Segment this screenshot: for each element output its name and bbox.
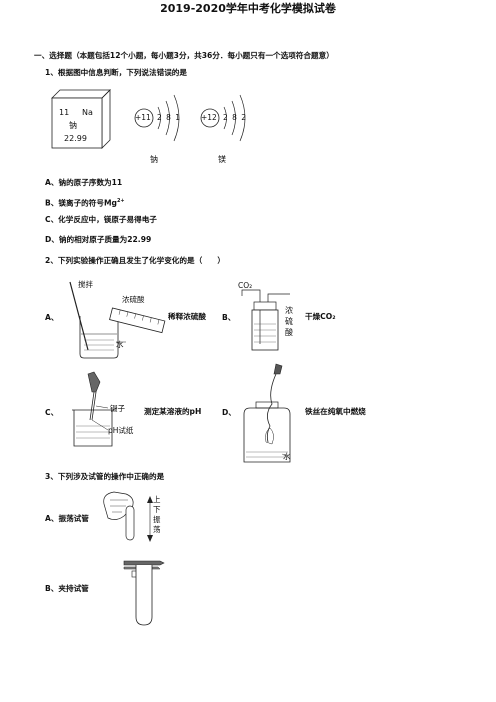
shake-char-1: 上 (153, 495, 161, 504)
acid-char-1: 浓 (285, 306, 293, 315)
option-2d-caption: 铁丝在纯氧中燃烧 (305, 407, 366, 416)
element-name: 钠 (69, 121, 77, 130)
option-2c-caption: 测定某溶液的pH (144, 407, 202, 416)
option-1b: B、镁离子的符号Mg2+ (45, 198, 125, 208)
acid-char-3: 酸 (285, 328, 293, 337)
option-2d-letter: D、 (222, 408, 236, 417)
question-2-stem: 2、下列实验操作正确且发生了化学变化的是（ ） (45, 256, 225, 265)
magnesium-nucleus: +12 (201, 113, 217, 122)
sodium-label: 钠 (150, 155, 158, 164)
option-1d: D、钠的相对原子质量为22.99 (45, 235, 152, 244)
option-3b-letter: B、夹持试管 (45, 584, 89, 593)
tweezers-label: 镊子 (110, 404, 125, 413)
ph-paper-label: pH试纸 (108, 426, 134, 435)
magnesium-atom-diagram: +12 2 8 2 镁 (196, 87, 258, 167)
shake-tube-figure: 上 下 振 荡 (96, 486, 166, 548)
dry-co2-figure: CO₂ 浓 硫 酸 (234, 280, 296, 352)
sodium-shells: 2 8 1 (157, 113, 182, 122)
option-1c: C、化学反应中，镁原子易得电子 (45, 215, 157, 224)
hold-tube-figure (120, 555, 170, 627)
question-3-stem: 3、下列涉及试管的操作中正确的是 (45, 472, 165, 481)
sodium-atom-diagram: +11 2 8 1 钠 (130, 87, 192, 167)
option-1a: A、钠的原子序数为11 (45, 178, 123, 187)
option-3a-letter: A、振荡试管 (45, 514, 89, 523)
water-label: 水 (116, 340, 124, 349)
dilute-acid-figure: 搅拌 浓硫酸 水 (64, 278, 168, 360)
stir-label: 搅拌 (78, 280, 93, 289)
element-symbol: Na (82, 108, 93, 117)
option-2a-caption: 稀释浓硫酸 (168, 312, 206, 321)
sodium-nucleus: +11 (135, 113, 151, 122)
question-1-stem: 1、根据图中信息判断，下列说法错误的是 (45, 68, 187, 77)
element-mass: 22.99 (64, 134, 87, 143)
ph-test-figure: 镊子 pH试纸 (70, 370, 146, 450)
shake-char-3: 振 (153, 515, 161, 524)
iron-combustion-figure: 水 (236, 362, 298, 468)
shake-char-4: 荡 (153, 525, 161, 534)
acid-char-2: 硫 (285, 317, 293, 326)
option-2c-letter: C、 (45, 408, 59, 417)
element-card-figure: 11 Na 钠 22.99 (50, 88, 112, 150)
section-heading: 一、选择题（本题包括12个小题，每小题3分，共36分．每小题只有一个选项符合题意… (34, 51, 334, 60)
option-2b-caption: 干燥CO₂ (305, 312, 336, 321)
option-2a-letter: A、 (45, 313, 59, 322)
shake-char-2: 下 (153, 505, 161, 514)
water-bottom-label: 水 (283, 452, 291, 461)
option-2b-letter: B、 (222, 313, 236, 322)
co2-label: CO₂ (238, 281, 253, 290)
element-atomic-number: 11 (59, 108, 70, 117)
page-title: 2019-2020学年中考化学模拟试卷 (160, 2, 336, 15)
magnesium-label: 镁 (218, 155, 226, 164)
magnesium-shells: 2 8 2 (223, 113, 248, 122)
acid-label: 浓硫酸 (122, 295, 145, 304)
